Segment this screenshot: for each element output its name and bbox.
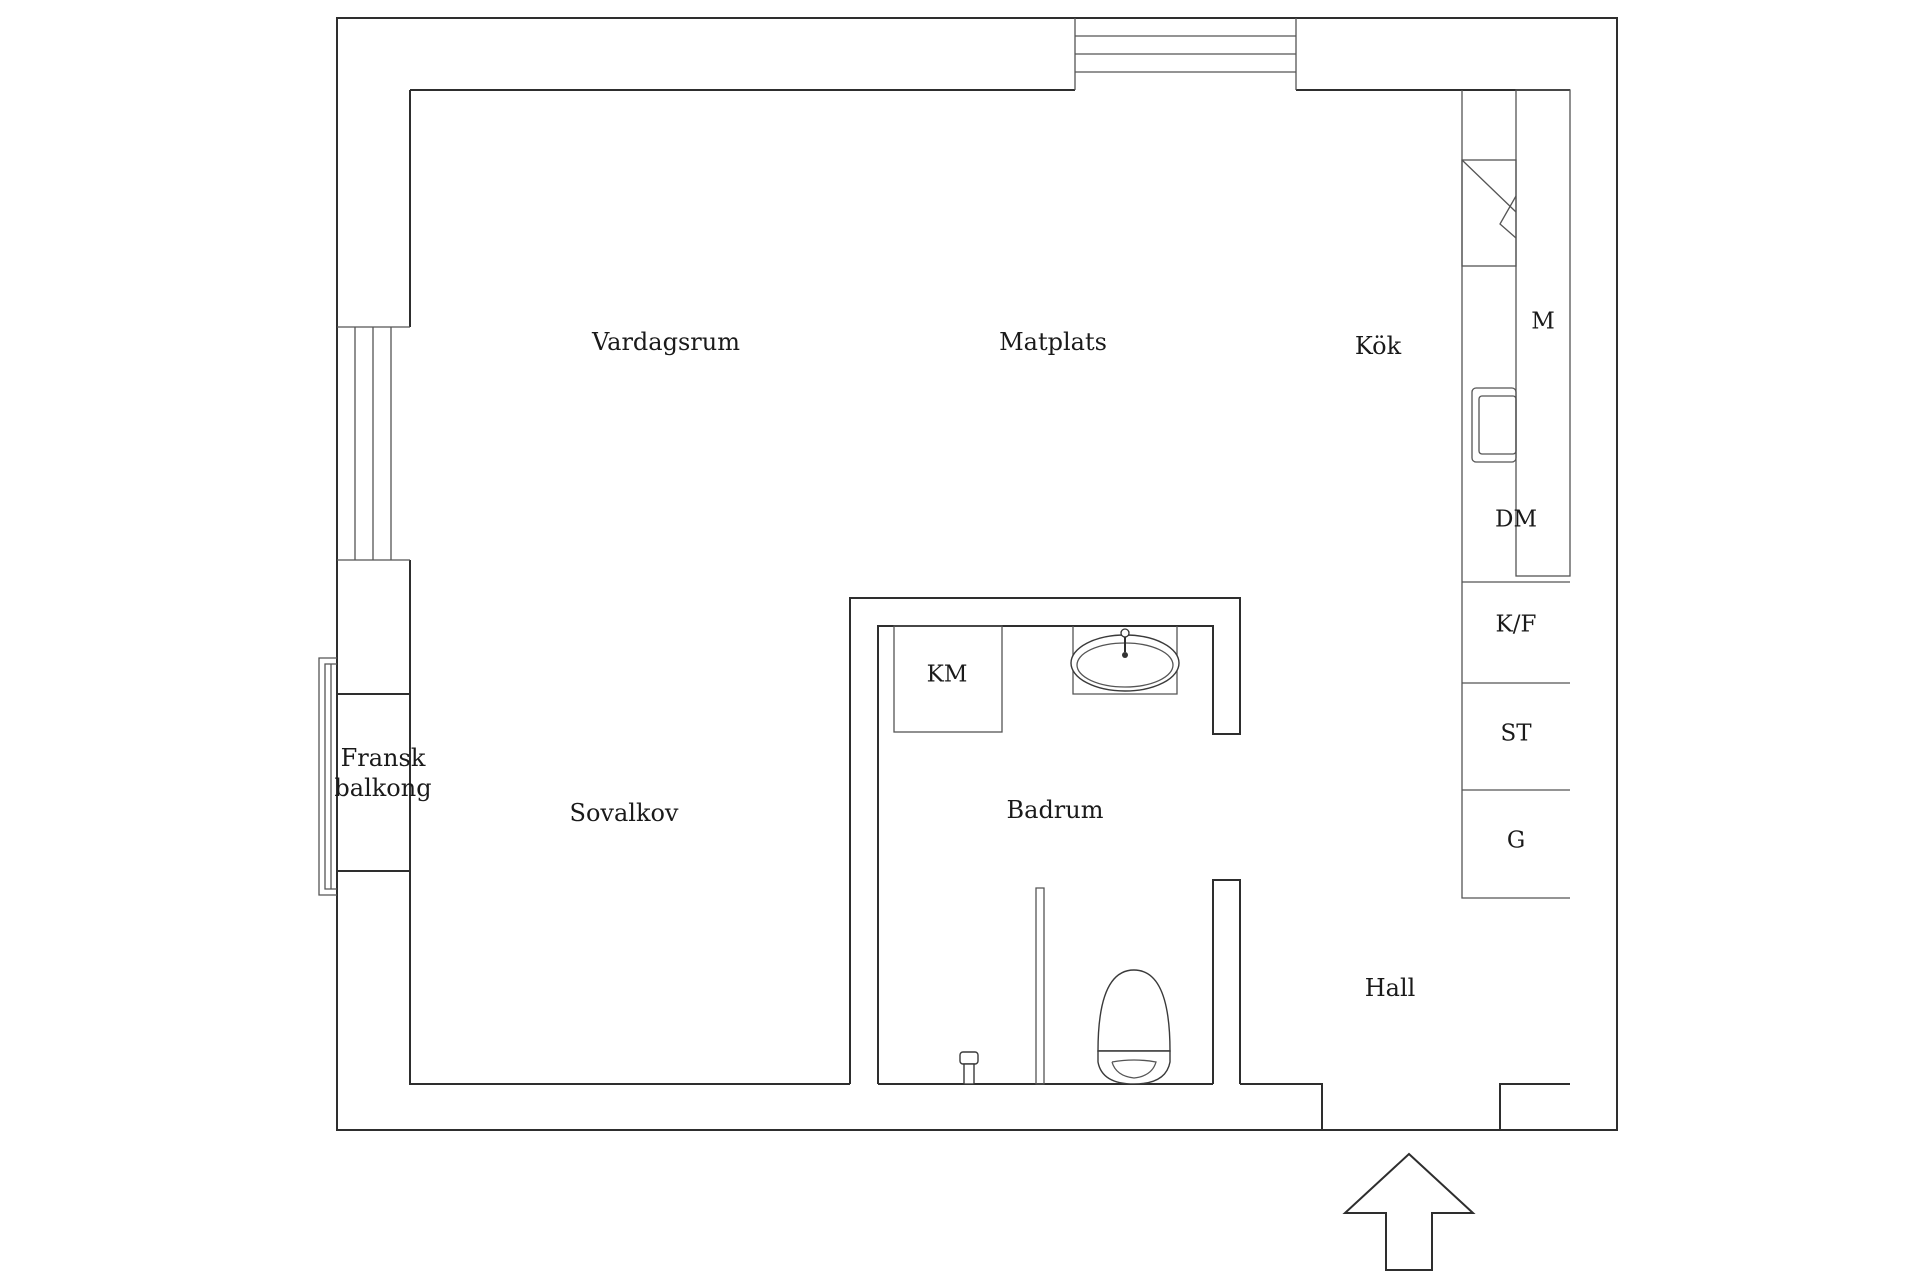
label-fransk-balkong: Fransk balkong — [334, 743, 431, 803]
french-balcony-door — [318, 657, 411, 896]
label-hall: Hall — [1364, 974, 1416, 1002]
washing-machine — [893, 625, 1003, 733]
window-top — [1074, 18, 1297, 90]
label-st: ST — [1500, 720, 1532, 747]
kitchen-counter — [1461, 89, 1571, 899]
sink — [1070, 626, 1180, 695]
bathroom-walls — [849, 597, 1241, 1085]
label-kok: Kök — [1354, 332, 1402, 360]
entrance-arrow — [1342, 1152, 1476, 1271]
label-sovalkov: Sovalkov — [569, 799, 679, 827]
label-vardagsrum: Vardagsrum — [592, 328, 740, 356]
label-balkong: balkong — [334, 774, 432, 802]
label-matplats: Matplats — [999, 328, 1107, 356]
label-g: G — [1506, 827, 1526, 854]
label-kf: K/F — [1495, 611, 1537, 638]
label-dm: DM — [1495, 506, 1537, 533]
outer-wall — [336, 17, 1618, 1131]
window-left — [337, 326, 410, 561]
toilet — [1097, 969, 1171, 1085]
label-m: M — [1531, 308, 1555, 335]
shower-mixer — [959, 1051, 979, 1085]
label-km: KM — [926, 661, 968, 688]
label-fransk: Fransk — [340, 744, 426, 772]
label-badrum: Badrum — [1006, 796, 1104, 824]
